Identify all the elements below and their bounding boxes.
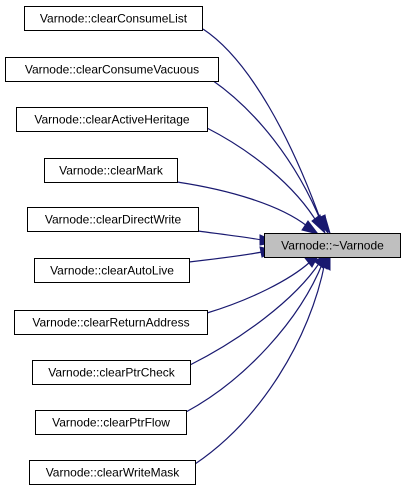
caller-node-clearWriteMask[interactable]: Varnode::clearWriteMask: [29, 460, 196, 485]
caller-label: Varnode::clearDirectWrite: [45, 213, 182, 227]
caller-node-clearDirectWrite[interactable]: Varnode::clearDirectWrite: [27, 207, 199, 232]
caller-label: Varnode::clearMark: [59, 164, 164, 178]
target-label: Varnode::~Varnode: [281, 239, 384, 253]
edge-clearAutoLive: [188, 251, 263, 263]
caller-node-clearAutoLive[interactable]: Varnode::clearAutoLive: [34, 258, 190, 283]
caller-label: Varnode::clearAutoLive: [50, 264, 174, 278]
target-node[interactable]: Varnode::~Varnode: [264, 233, 401, 258]
edge-clearConsumeList: [202, 28, 323, 225]
caller-node-clearPtrCheck[interactable]: Varnode::clearPtrCheck: [32, 360, 191, 385]
caller-label: Varnode::clearPtrFlow: [52, 416, 170, 430]
edge-clearConsumeVacuous: [211, 79, 323, 225]
edge-clearPtrFlow: [185, 261, 324, 413]
caller-node-clearMark[interactable]: Varnode::clearMark: [44, 158, 178, 183]
edges: [176, 28, 326, 465]
caller-label: Varnode::clearConsumeList: [40, 12, 188, 26]
caller-label: Varnode::clearPtrCheck: [48, 366, 176, 380]
caller-node-clearConsumeList[interactable]: Varnode::clearConsumeList: [24, 6, 203, 31]
arrowhead-clearMark: [301, 220, 320, 235]
edge-clearActiveHeritage: [206, 127, 319, 225]
caller-label: Varnode::clearConsumeVacuous: [25, 63, 199, 77]
arrowhead-clearWriteMask: [319, 254, 331, 271]
caller-label: Varnode::clearActiveHeritage: [34, 113, 190, 127]
caller-node-clearConsumeVacuous[interactable]: Varnode::clearConsumeVacuous: [5, 57, 219, 82]
caller-label: Varnode::clearReturnAddress: [32, 316, 189, 330]
edge-clearReturnAddress: [206, 261, 311, 314]
arrowhead-clearActiveHeritage: [311, 214, 326, 235]
caller-node-clearPtrFlow[interactable]: Varnode::clearPtrFlow: [35, 410, 187, 435]
caller-node-clearReturnAddress[interactable]: Varnode::clearReturnAddress: [14, 310, 208, 335]
edge-clearDirectWrite: [197, 230, 263, 241]
edge-clearPtrCheck: [189, 261, 321, 366]
edge-clearMark: [176, 181, 308, 227]
edge-clearWriteMask: [194, 261, 326, 465]
caller-node-clearActiveHeritage[interactable]: Varnode::clearActiveHeritage: [16, 107, 208, 132]
caller-label: Varnode::clearWriteMask: [46, 466, 181, 480]
